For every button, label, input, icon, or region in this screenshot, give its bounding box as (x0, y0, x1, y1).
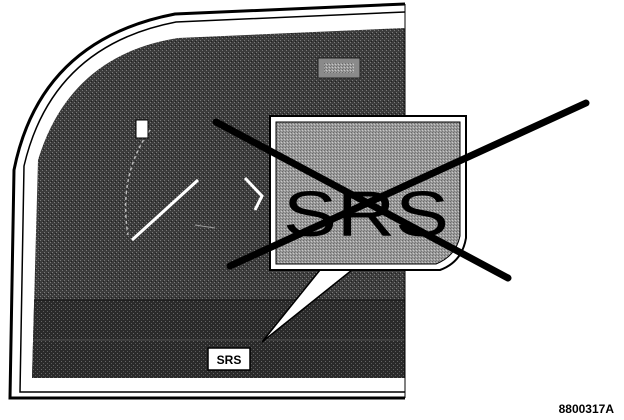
gauge-needle (130, 178, 200, 242)
bezel-inner-outline (19, 11, 406, 393)
srs-indicator: SRS (207, 347, 251, 371)
srs-callout-label: SRS (283, 178, 449, 250)
prohibition-cross (212, 99, 590, 282)
srs-indicator-label: SRS (217, 353, 242, 367)
gauge (124, 119, 264, 242)
bezel-outline (8, 2, 406, 400)
gauge-marker (135, 119, 149, 139)
figure-id: 8800317A (558, 402, 614, 416)
srs-callout: SRS (269, 115, 467, 271)
